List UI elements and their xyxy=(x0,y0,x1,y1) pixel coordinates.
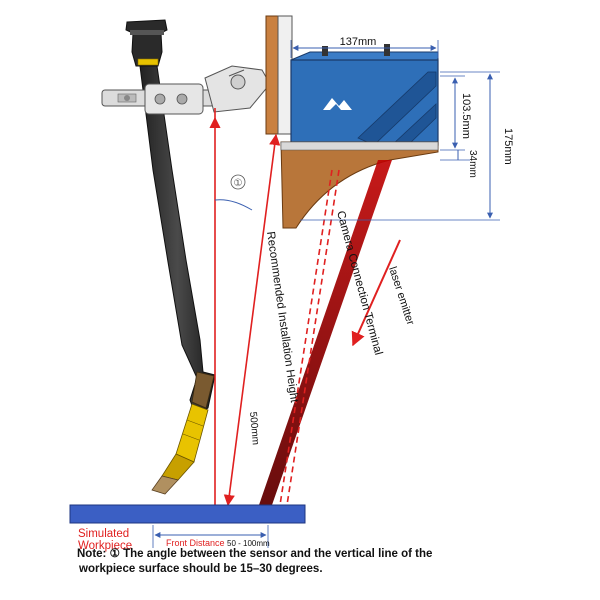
camera-line-right xyxy=(286,169,340,506)
bracket-dimension-label: 34mm xyxy=(467,150,478,178)
front-distance-range: 50 - 100mm xyxy=(227,539,270,548)
laser-emitter-label: laser emitter xyxy=(386,265,416,327)
top-height-dimension-label: 103.5mm xyxy=(460,93,472,139)
front-distance-label: Front Distance xyxy=(166,538,225,548)
recommended-height-label: Recommended Installation Height xyxy=(264,231,300,404)
clamp-block xyxy=(144,83,204,115)
torch-bend xyxy=(191,371,215,409)
torch-hose xyxy=(139,65,216,417)
mounting-plate xyxy=(265,15,293,135)
install-height-value: 500mm xyxy=(247,411,261,445)
brand-logo-icon xyxy=(323,98,352,110)
total-height-dimension-label: 175mm xyxy=(502,128,514,165)
laser-sensor xyxy=(290,44,439,146)
top-connector-left xyxy=(322,46,328,56)
workpiece-label-line2: Workpiece xyxy=(78,540,132,552)
note-line-1: Note: ① The angle between the sensor and… xyxy=(77,548,433,560)
angle-arc xyxy=(214,199,253,211)
install-height-arrow xyxy=(223,133,281,507)
dimension-lines xyxy=(290,40,500,221)
torch-connector-ring xyxy=(130,30,164,35)
torch-nozzle xyxy=(175,403,209,463)
angle-marker-circle xyxy=(230,174,246,190)
sensor-top-face xyxy=(290,51,439,61)
laser-beam xyxy=(259,160,392,505)
width-dimension-label: 137mm xyxy=(340,36,377,48)
welding-torch xyxy=(125,19,216,495)
mounting-clamp xyxy=(101,65,271,115)
torch-yellow-band xyxy=(137,58,159,66)
laser-emitter-arrow xyxy=(351,239,401,347)
simulated-workpiece xyxy=(69,504,306,524)
workpiece-label-line1: Simulated xyxy=(78,528,129,540)
camera-line-left xyxy=(279,169,333,506)
top-connector-right xyxy=(384,44,390,56)
angle-marker-label: ① xyxy=(234,178,243,189)
note-line-2: workpiece surface should be 15–30 degree… xyxy=(79,563,323,575)
angle-note: Note: ① The angle between the sensor and… xyxy=(77,547,577,577)
